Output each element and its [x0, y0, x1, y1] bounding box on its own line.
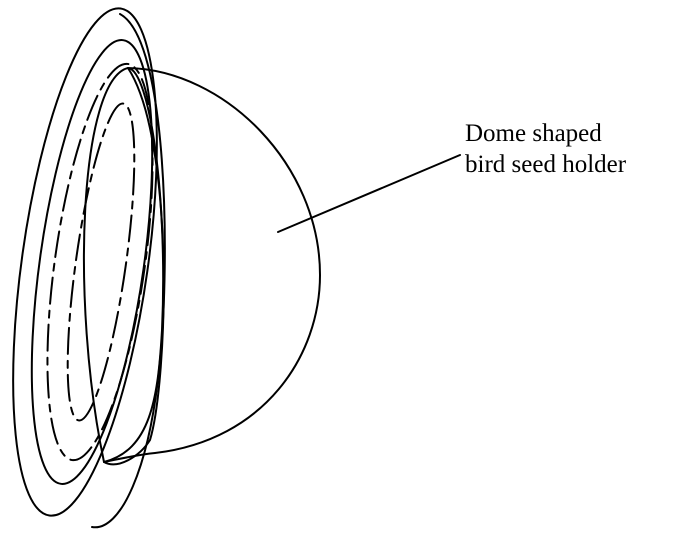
hidden-groove-outer — [46, 62, 154, 462]
dome-body — [103, 67, 321, 463]
flange-inner-edge — [30, 39, 154, 485]
dome-lip-edge — [103, 67, 165, 463]
part-label-line-1: Dome shaped — [465, 120, 602, 147]
hidden-groove-inner — [66, 102, 136, 422]
flange-outer-edge — [12, 7, 158, 517]
leader-line — [277, 154, 461, 233]
part-label-line-2: bird seed holder — [465, 151, 627, 178]
part-label: Dome shaped bird seed holder — [465, 118, 626, 180]
